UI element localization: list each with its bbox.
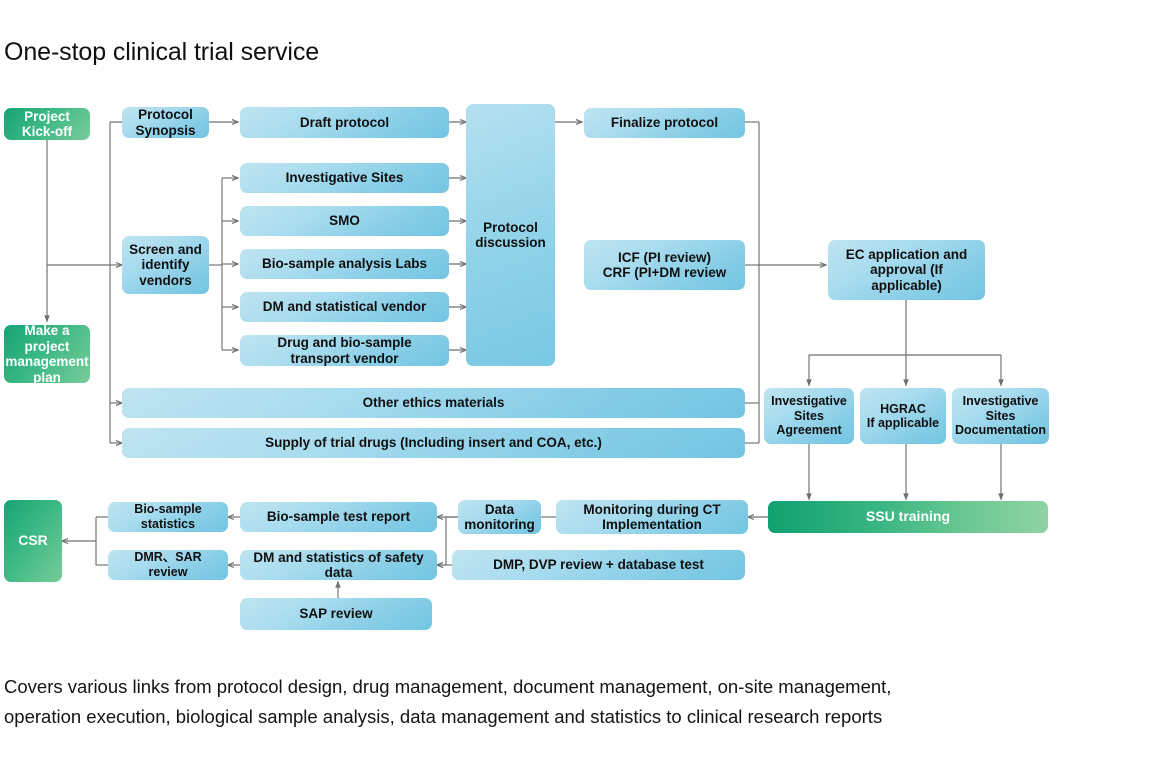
node-smo[interactable]: SMO <box>240 206 449 236</box>
node-icf-crf-review[interactable]: ICF (PI review) CRF (PI+DM review <box>584 240 745 290</box>
node-sites-doc-line3: Documentation <box>955 423 1046 438</box>
node-smo-label: SMO <box>329 213 360 229</box>
node-sites-agreement-line3: Agreement <box>776 423 842 438</box>
node-sites-doc-line2: Sites <box>985 408 1016 423</box>
node-sites-agreement-line2: Sites <box>794 408 824 423</box>
node-sap-review[interactable]: SAP review <box>240 598 432 630</box>
node-sites-agreement-line1: Investigative <box>771 394 847 409</box>
node-investigative-sites-documentation[interactable]: Investigative Sites Documentation <box>952 388 1049 444</box>
node-protocol-synopsis-line1: Protocol <box>138 107 193 122</box>
node-protocol-discussion-line1: Protocol <box>483 219 538 235</box>
node-dm-safety-data-label: DM and statistics of safety data <box>253 550 424 580</box>
node-data-monitoring-line1: Data <box>484 501 515 517</box>
node-hgrac[interactable]: HGRAC If applicable <box>860 388 946 444</box>
node-ssu-training[interactable]: SSU training <box>768 501 1048 533</box>
caption: Covers various links from protocol desig… <box>4 672 1124 732</box>
node-csr-label: CSR <box>18 532 48 549</box>
node-draft-protocol-label: Draft protocol <box>299 114 390 130</box>
node-biosample-statistics-label: Bio-sample statistics <box>134 502 202 531</box>
node-other-ethics-materials[interactable]: Other ethics materials <box>122 388 745 418</box>
node-dm-statistical-vendor[interactable]: DM and statistical vendor <box>240 292 449 322</box>
node-ssu-training-label: SSU training <box>865 508 950 525</box>
node-screen-vendors-line2: identify <box>141 257 190 273</box>
node-protocol-discussion-line2: discussion <box>475 235 546 250</box>
node-drug-biosample-transport-vendor[interactable]: Drug and bio-sample transport vendor <box>240 335 449 366</box>
node-hgrac-line1: HGRAC <box>880 401 926 416</box>
node-biosample-analysis-labs[interactable]: Bio-sample analysis Labs <box>240 249 449 279</box>
node-monitoring-ct-line2: Implementation <box>602 517 702 532</box>
node-crf-line: CRF (PI+DM review <box>602 265 727 280</box>
node-investigative-sites[interactable]: Investigative Sites <box>240 163 449 193</box>
node-dmp-dvp-review[interactable]: DMP, DVP review + database test <box>452 550 745 580</box>
node-csr[interactable]: CSR <box>4 500 62 582</box>
node-draft-protocol[interactable]: Draft protocol <box>240 107 449 138</box>
node-sites-doc-line1: Investigative <box>962 394 1039 409</box>
node-make-plan-line2: management <box>5 354 89 369</box>
node-monitoring-ct-line1: Monitoring during CT <box>583 501 721 517</box>
node-dmr-sar-review[interactable]: DMR、SAR review <box>108 550 228 580</box>
node-make-plan-line1: Make a project <box>24 325 70 354</box>
page-title: One-stop clinical trial service <box>4 38 320 66</box>
node-sap-review-label: SAP review <box>299 606 373 622</box>
caption-line-2: operation execution, biological sample a… <box>4 706 883 727</box>
node-supply-drugs-label: Supply of trial drugs (Including insert … <box>265 435 602 451</box>
node-screen-vendors-line3: vendors <box>139 272 192 288</box>
node-dm-statistics-safety-data[interactable]: DM and statistics of safety data <box>240 550 437 580</box>
node-screen-vendors-line1: Screen and <box>129 241 202 257</box>
node-finalize-protocol[interactable]: Finalize protocol <box>584 108 745 138</box>
node-dm-stat-vendor-label: DM and statistical vendor <box>262 299 427 315</box>
node-biosample-labs-label: Bio-sample analysis Labs <box>261 256 428 272</box>
node-drug-transport-line1: Drug and bio-sample <box>277 335 412 350</box>
node-screen-identify-vendors[interactable]: Screen and identify vendors <box>122 236 209 294</box>
node-project-kickoff-line1: Project <box>24 108 70 124</box>
caption-line-1: Covers various links from protocol desig… <box>4 676 892 697</box>
node-hgrac-line2: If applicable <box>866 416 940 430</box>
node-data-monitoring[interactable]: Data monitoring <box>458 500 541 534</box>
node-protocol-synopsis-line2: Synopsis <box>135 122 196 138</box>
node-investigative-sites-agreement[interactable]: Investigative Sites Agreement <box>764 388 854 444</box>
node-make-plan-line3: plan <box>33 369 61 384</box>
node-biosample-test-report[interactable]: Bio-sample test report <box>240 502 437 532</box>
node-protocol-discussion[interactable]: Protocol discussion <box>466 104 555 366</box>
node-data-monitoring-line2: monitoring <box>464 517 535 532</box>
node-ec-application-line1: EC application and <box>845 246 968 262</box>
node-project-kickoff-line2: Kick-off <box>21 124 73 139</box>
node-make-project-plan[interactable]: Make a project management plan <box>4 325 90 383</box>
node-dmp-dvp-review-label: DMP, DVP review + database test <box>493 557 704 573</box>
node-investigative-sites-label: Investigative Sites <box>285 170 404 186</box>
node-finalize-protocol-label: Finalize protocol <box>610 115 719 131</box>
node-monitoring-during-ct[interactable]: Monitoring during CT Implementation <box>556 500 748 534</box>
node-supply-trial-drugs[interactable]: Supply of trial drugs (Including insert … <box>122 428 745 458</box>
node-protocol-synopsis[interactable]: Protocol Synopsis <box>122 107 209 138</box>
node-biosample-test-report-label: Bio-sample test report <box>266 509 411 525</box>
node-dmr-sar-review-label: DMR、SAR review <box>134 550 202 579</box>
node-project-kickoff[interactable]: Project Kick-off <box>4 108 90 140</box>
node-ec-application-line2: approval (If applicable) <box>870 262 943 293</box>
node-icf-line: ICF (PI review) <box>617 249 712 265</box>
node-drug-transport-line2: transport vendor <box>290 350 399 366</box>
node-biosample-statistics[interactable]: Bio-sample statistics <box>108 502 228 532</box>
node-other-ethics-label: Other ethics materials <box>362 395 505 411</box>
node-ec-application-approval[interactable]: EC application and approval (If applicab… <box>828 240 985 300</box>
